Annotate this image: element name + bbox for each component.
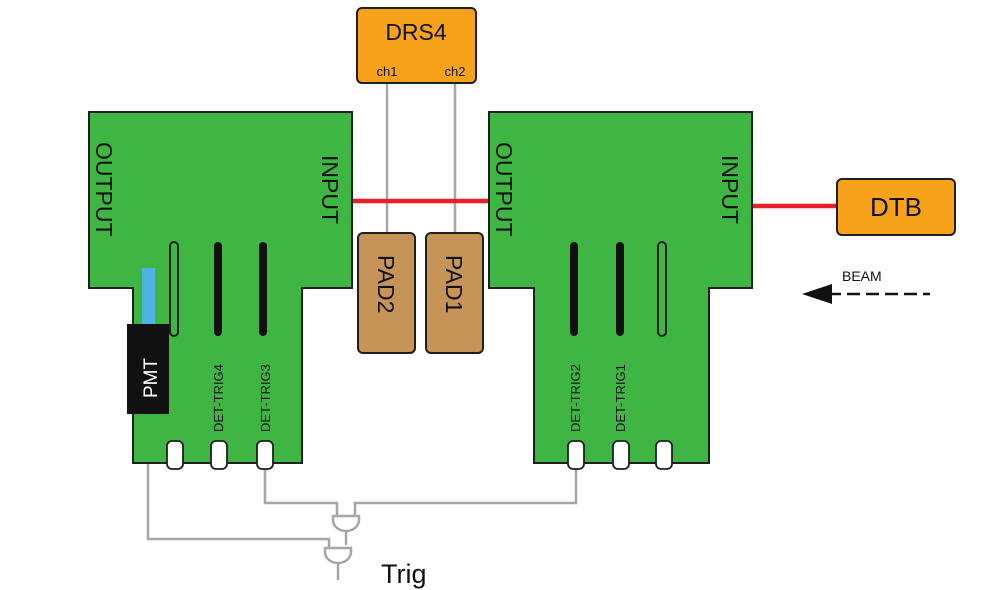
drs4-body — [356, 7, 477, 84]
det-trig1-label: DET-TRIG1 — [613, 364, 628, 432]
right-connector-3 — [655, 440, 673, 470]
left-connector-1 — [166, 440, 184, 470]
right-board: OUTPUT INPUT DET-TRIG2 DET-TRIG1 — [488, 111, 753, 470]
drs4-ch2-label: ch2 — [445, 64, 466, 79]
left-board-input-label: INPUT — [317, 155, 343, 224]
dtb-body — [836, 178, 956, 236]
pad2-label: PAD2 — [373, 255, 399, 313]
and-gate-upper — [331, 514, 361, 533]
right-board-output-label: OUTPUT — [491, 142, 517, 237]
det-trig4-label: DET-TRIG4 — [211, 364, 226, 432]
dtb-label: DTB — [870, 192, 922, 222]
pmt-body — [127, 324, 169, 414]
det-trig3-label: DET-TRIG3 — [258, 364, 273, 432]
gray-wiring — [146, 84, 578, 580]
pad2-body — [357, 232, 416, 354]
right-board-input-label: INPUT — [717, 155, 743, 224]
drs4-box: DRS4 ch1 ch2 — [356, 7, 477, 84]
and-gate-lower — [323, 546, 353, 565]
left-board-output-label: OUTPUT — [91, 142, 117, 237]
beam-arrow-head — [802, 284, 832, 304]
pad1-body — [425, 232, 484, 354]
det-trig1-detector — [616, 242, 624, 336]
det-trig3-detector — [259, 242, 267, 336]
pad1: PAD1 — [425, 232, 484, 354]
drs4-title: DRS4 — [385, 19, 447, 45]
right-connector-1 — [567, 440, 585, 470]
det-trig4-detector — [214, 242, 222, 336]
pmt-label: PMT — [141, 358, 162, 399]
pad2: PAD2 — [357, 232, 416, 354]
trig2-wire — [353, 468, 578, 516]
trig-output-label: Trig — [381, 559, 427, 589]
trig3-wire — [263, 468, 339, 516]
right-connector-2 — [612, 440, 630, 470]
pad1-label: PAD1 — [441, 255, 467, 313]
pmt-wire — [146, 414, 331, 548]
det-trig2-detector — [570, 242, 578, 336]
red-signal-wires — [348, 198, 838, 209]
beam-label: BEAM — [842, 268, 882, 284]
beam-indicator: BEAM — [802, 268, 930, 304]
pmt-light-guide — [142, 268, 155, 324]
right-board-outline-slot — [657, 241, 667, 337]
det-trig2-label: DET-TRIG2 — [568, 364, 583, 432]
dtb-box: DTB — [836, 178, 956, 236]
left-connector-2 — [210, 440, 228, 470]
drs4-ch1-label: ch1 — [377, 64, 398, 79]
left-board-outline-slot — [169, 241, 179, 337]
left-connector-3 — [256, 440, 274, 470]
left-board: OUTPUT INPUT DET-TRIG4 DET-TRIG3 PMT — [88, 111, 353, 470]
